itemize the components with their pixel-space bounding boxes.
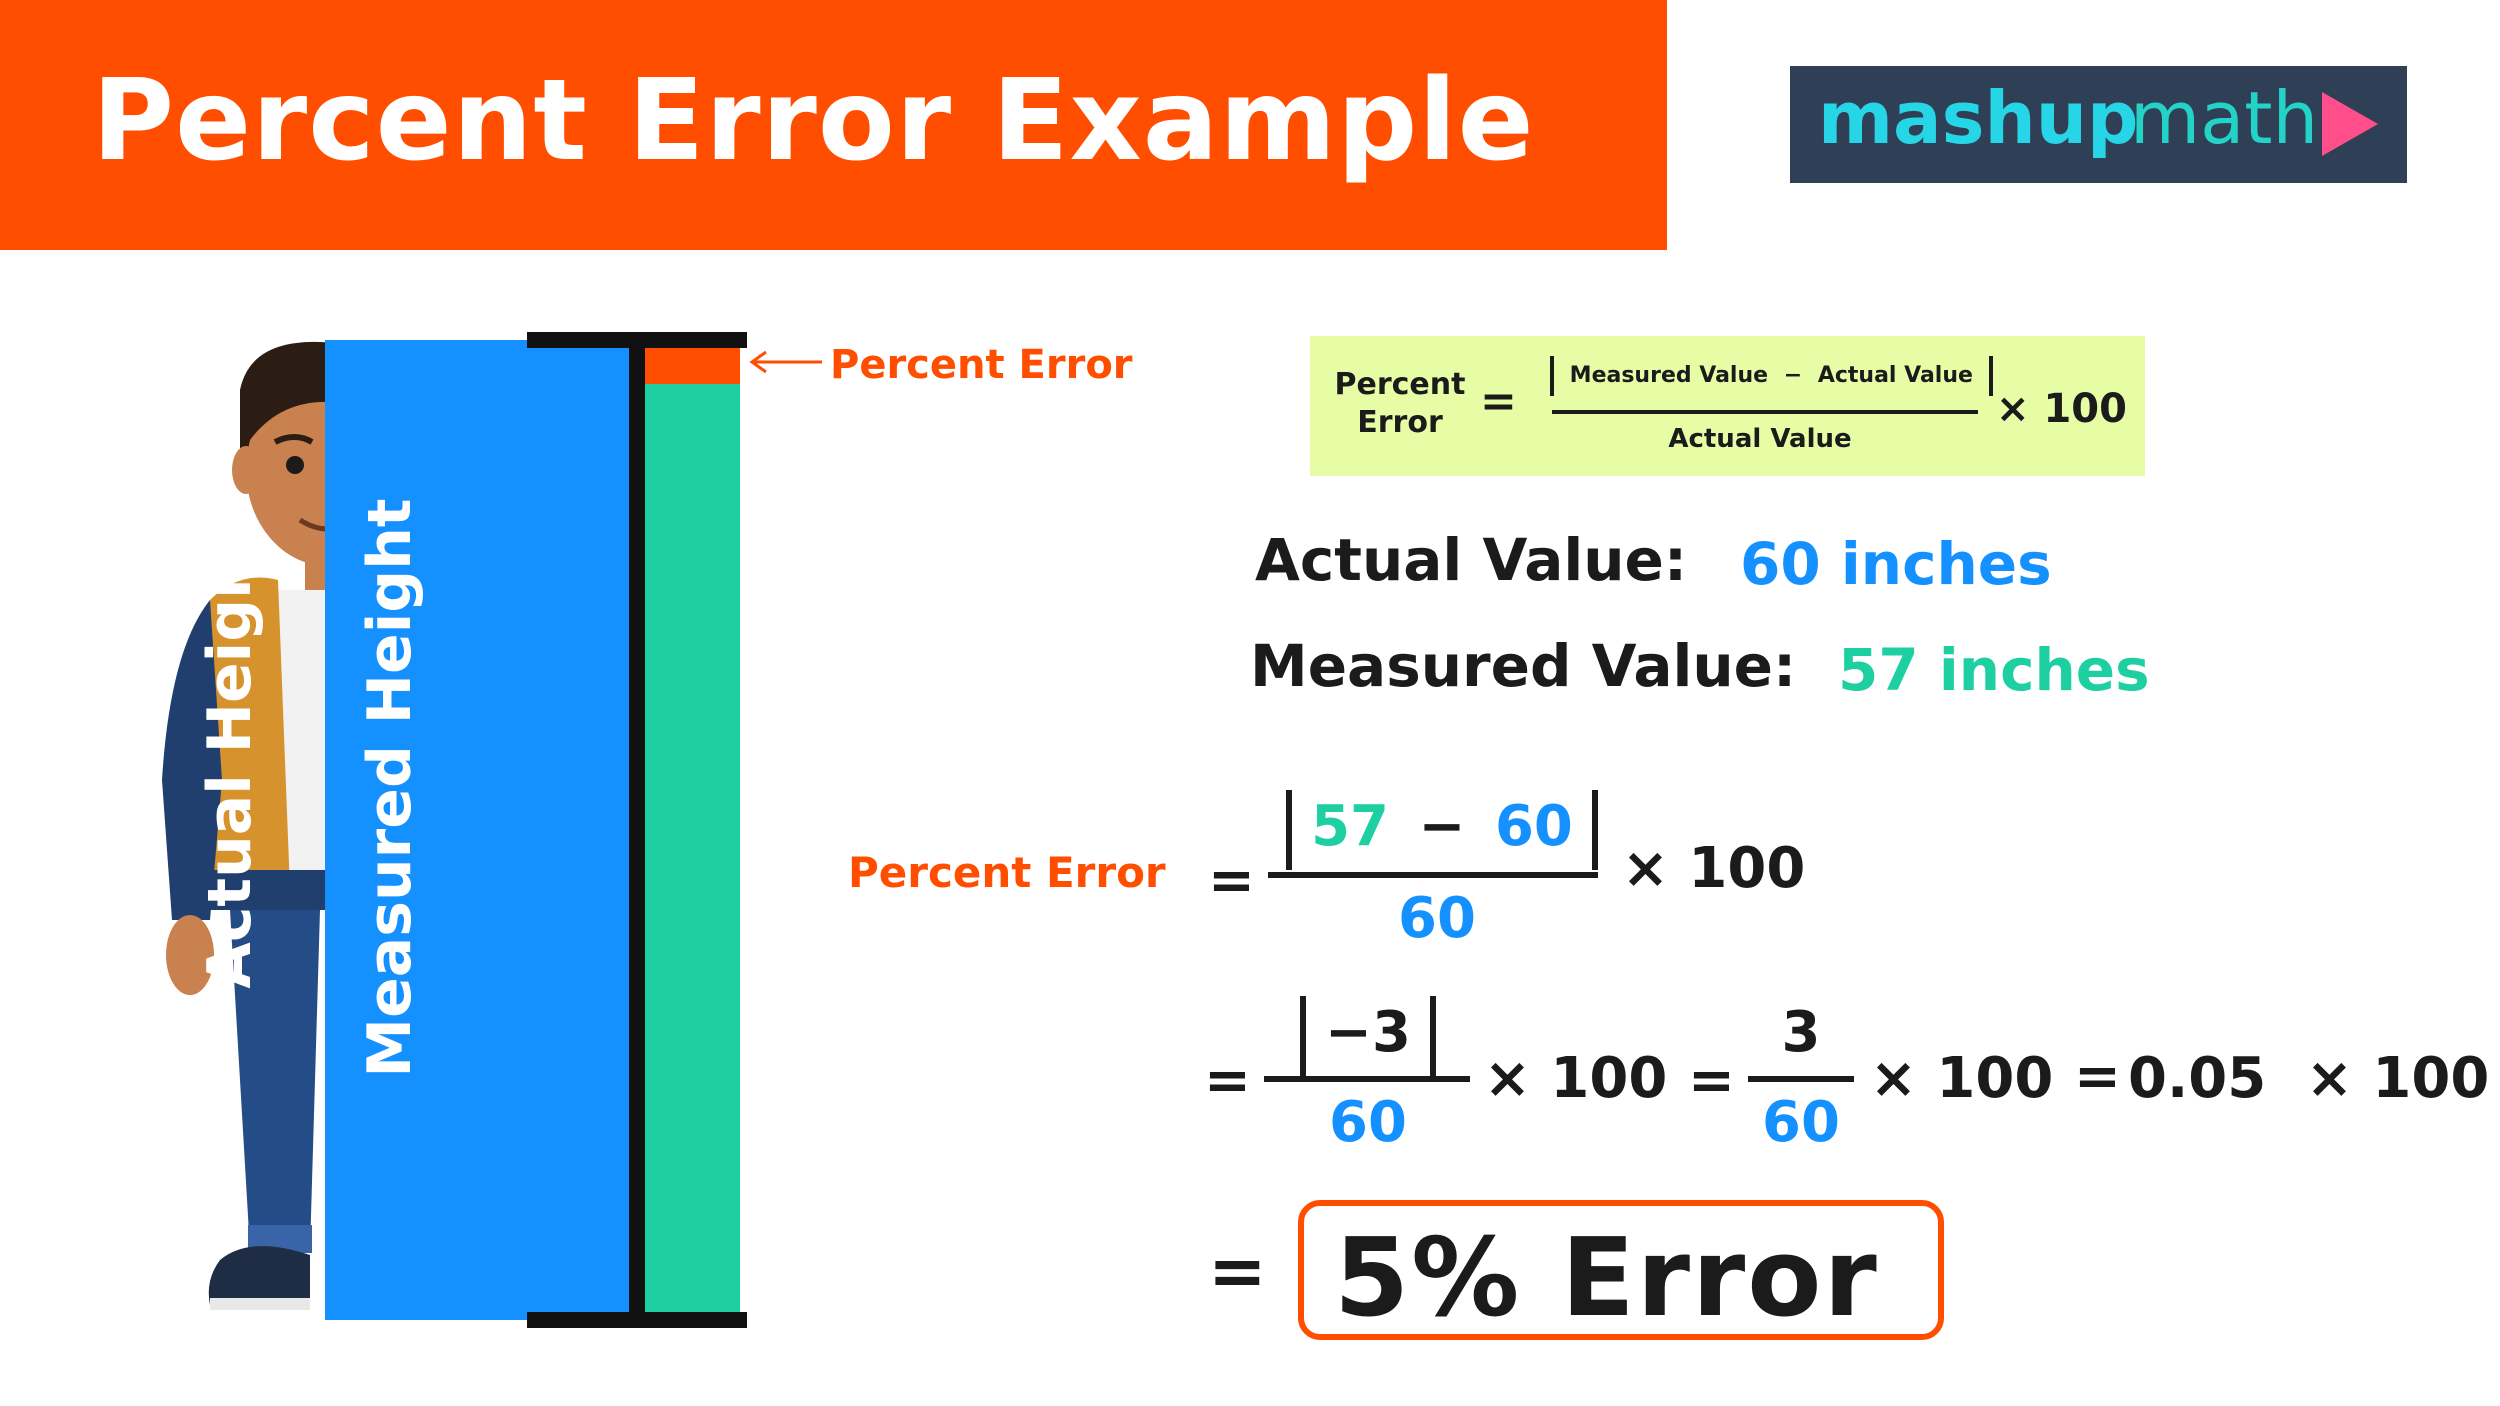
arrow-left-icon (749, 350, 822, 374)
step2-denominator-1: 60 (1329, 1090, 1407, 1155)
ruler-top-cap (527, 332, 747, 348)
step2-numerator-2: 3 (1781, 1000, 1821, 1065)
measured-value-label: Measured Value: (1250, 632, 1797, 700)
formula-fraction-line (1552, 410, 1978, 414)
formula-times-100: × 100 (1996, 386, 2127, 432)
formula-measured-text: Measured Value (1569, 363, 1769, 388)
step2-numerator: −3 (1268, 996, 1468, 1076)
actual-height-bar (325, 340, 633, 1320)
measured-value: 57 inches (1838, 636, 2150, 704)
formula-denominator: Actual Value (1668, 424, 1852, 454)
measured-height-label: Measured Height (355, 498, 425, 1078)
play-triangle-icon (2322, 92, 2378, 156)
step1-num-b: 60 (1494, 794, 1573, 860)
measured-height-bar (643, 384, 740, 1320)
step2-times-100-2: × 100 (1870, 1046, 2054, 1111)
step2-fraction-line-1 (1264, 1076, 1470, 1082)
step1-equals: = (1208, 848, 1255, 913)
step2-times-100-1: × 100 (1484, 1046, 1668, 1111)
formula-box: Percent Error = Measured Value − Actual … (1310, 336, 2145, 476)
title-banner (0, 0, 1667, 250)
logo: mashup math (1790, 66, 2407, 183)
actual-height-label: Actual Height (195, 527, 265, 989)
ruler-vertical-line (629, 334, 645, 1326)
step2-num-value: −3 (1325, 1000, 1411, 1066)
formula-equals: = (1480, 376, 1517, 427)
calc-label: Percent Error (848, 848, 1166, 897)
formula-lhs-line2: Error (1357, 405, 1443, 440)
abs-bar-right (1988, 356, 1993, 396)
step1-num-a: 57 (1311, 794, 1390, 860)
abs-bar-left (1550, 356, 1554, 396)
formula-lhs-line1: Percent (1334, 367, 1466, 402)
formula-minus: − (1783, 363, 1803, 388)
step1-times-100: × 100 (1622, 836, 1806, 901)
step1-minus: − (1418, 794, 1466, 860)
page-title: Percent Error Example (92, 56, 1535, 186)
abs-bar-right (1592, 790, 1599, 870)
step1-numerator: 57 − 60 (1272, 790, 1612, 870)
abs-bar-left (1285, 790, 1292, 870)
actual-value-label: Actual Value: (1255, 526, 1688, 594)
step2-fraction-line-2 (1748, 1076, 1854, 1082)
result-equals: = (1208, 1230, 1267, 1312)
formula-numerator: Measured Value − Actual Value (1550, 356, 1993, 396)
ruler-bottom-cap (527, 1312, 747, 1328)
logo-text-math: math (2130, 76, 2319, 160)
step2-equals-3: = (2074, 1044, 2121, 1109)
step1-denominator: 60 (1398, 886, 1476, 951)
step2-decimal: 0.05 (2128, 1046, 2267, 1111)
formula-actual-text: Actual Value (1817, 363, 1973, 388)
formula-lhs: Percent Error (1330, 366, 1470, 442)
step2-denominator-2: 60 (1762, 1090, 1840, 1155)
step1-fraction-line (1268, 872, 1598, 878)
result-box: 5% Error (1298, 1200, 1944, 1341)
abs-bar-left (1299, 996, 1306, 1076)
step2-equals-2: = (1688, 1048, 1735, 1113)
percent-error-callout: Percent Error (830, 342, 1133, 388)
abs-bar-right (1430, 996, 1437, 1076)
step2-times-100-3: × 100 (2306, 1046, 2490, 1111)
result-text: 5% Error (1334, 1216, 1879, 1341)
logo-text-mashup: mashup (1818, 76, 2139, 160)
actual-value: 60 inches (1740, 530, 2052, 598)
step2-equals-1: = (1204, 1048, 1251, 1113)
